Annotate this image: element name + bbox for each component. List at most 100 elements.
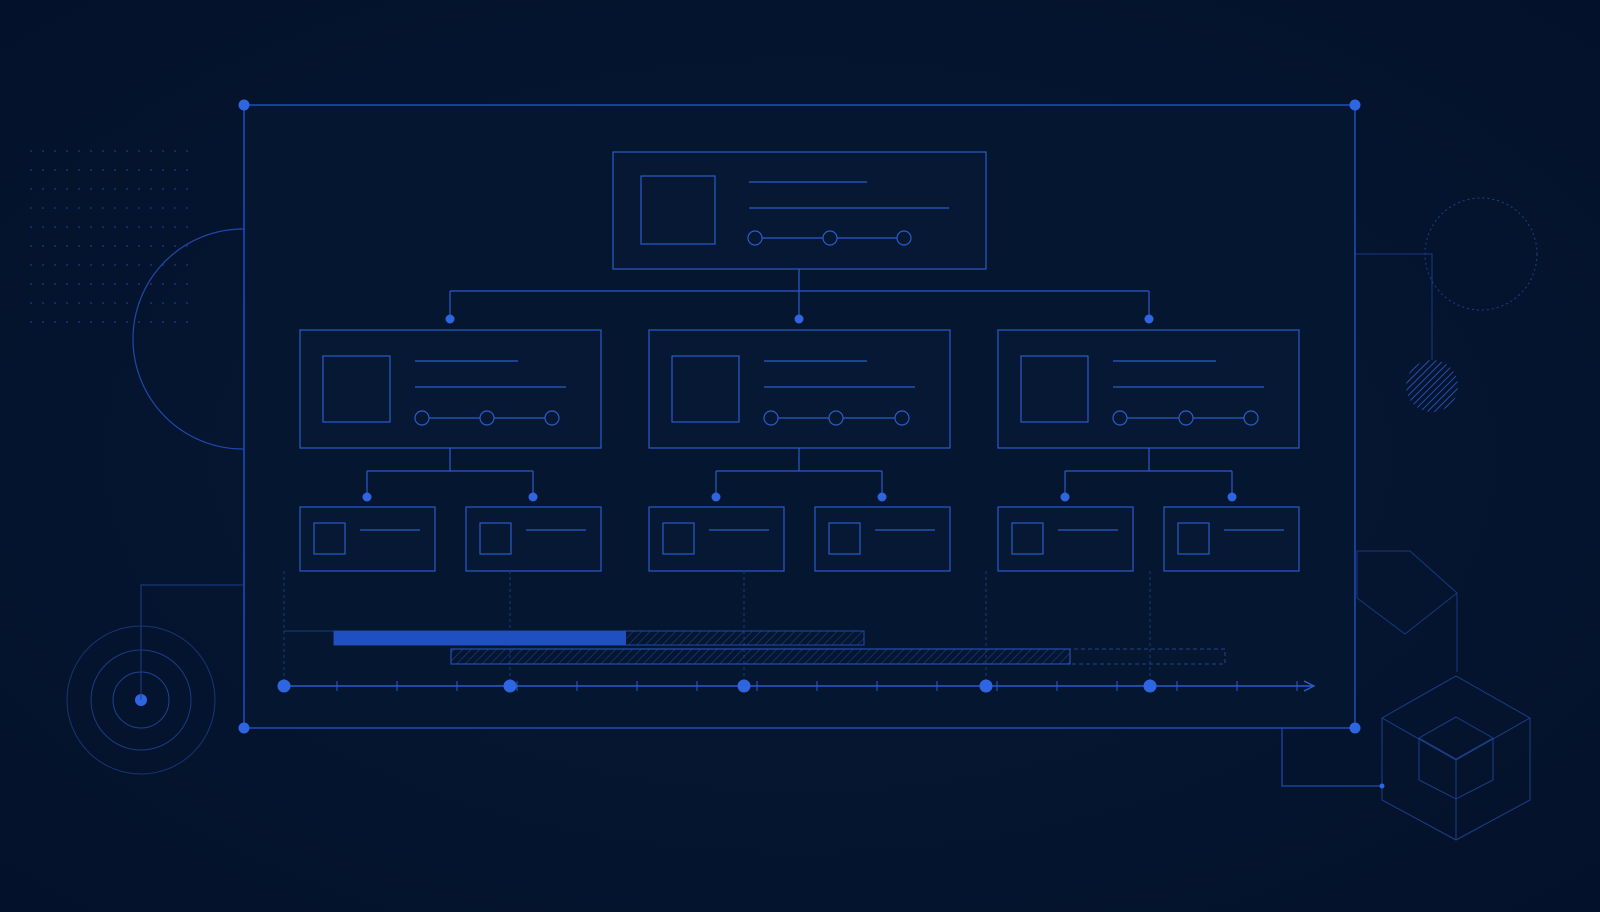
grid-dot bbox=[30, 169, 32, 171]
grid-dot bbox=[66, 226, 68, 228]
wireframe-cube-large bbox=[1381, 675, 1531, 841]
grid-dot bbox=[54, 207, 56, 209]
grid-dot bbox=[162, 321, 164, 323]
grid-dot bbox=[66, 207, 68, 209]
frame-corner-handle[interactable] bbox=[1349, 722, 1361, 734]
grid-dot bbox=[138, 264, 140, 266]
connector-node bbox=[1227, 492, 1237, 502]
grid-dot bbox=[174, 226, 176, 228]
milestone-marker[interactable] bbox=[503, 679, 517, 693]
leaf-card[interactable] bbox=[814, 506, 951, 572]
grid-dot bbox=[66, 150, 68, 152]
grid-dot bbox=[90, 188, 92, 190]
frame-corner-handle[interactable] bbox=[1349, 99, 1361, 111]
grid-dot bbox=[162, 150, 164, 152]
connector-line bbox=[1281, 728, 1382, 787]
frame-corner-handle[interactable] bbox=[238, 99, 250, 111]
node-center-card[interactable] bbox=[648, 329, 951, 449]
grid-dot bbox=[42, 245, 44, 247]
hatched-circle-icon bbox=[1406, 360, 1458, 412]
grid-dot bbox=[78, 264, 80, 266]
grid-dot bbox=[42, 169, 44, 171]
grid-dot bbox=[30, 321, 32, 323]
grid-dot bbox=[42, 188, 44, 190]
leaf-card[interactable] bbox=[299, 506, 436, 572]
grid-dot bbox=[138, 207, 140, 209]
grid-dot bbox=[30, 207, 32, 209]
grid-dot bbox=[102, 226, 104, 228]
wireframe-cube-small bbox=[1356, 550, 1458, 672]
milestone-marker[interactable] bbox=[737, 679, 751, 693]
grid-dot bbox=[42, 321, 44, 323]
grid-dot bbox=[186, 283, 188, 285]
node-left-card[interactable] bbox=[299, 329, 602, 449]
grid-dot bbox=[162, 188, 164, 190]
leaf-card[interactable] bbox=[465, 506, 602, 572]
avatar-placeholder bbox=[640, 175, 716, 245]
grid-dot bbox=[114, 264, 116, 266]
grid-dot bbox=[54, 169, 56, 171]
grid-dot bbox=[66, 264, 68, 266]
grid-dot bbox=[54, 302, 56, 304]
grid-dot bbox=[102, 245, 104, 247]
grid-dot bbox=[78, 150, 80, 152]
node-right-card[interactable] bbox=[997, 329, 1300, 449]
grid-dot bbox=[186, 207, 188, 209]
leaf-card[interactable] bbox=[648, 506, 785, 572]
grid-dot bbox=[186, 245, 188, 247]
dot-grid-decoration bbox=[30, 150, 188, 323]
grid-dot bbox=[42, 150, 44, 152]
grid-dot bbox=[78, 188, 80, 190]
indicator-dot bbox=[822, 230, 838, 246]
grid-dot bbox=[90, 264, 92, 266]
frame-corner-handle[interactable] bbox=[238, 722, 250, 734]
grid-dot bbox=[90, 226, 92, 228]
grid-dot bbox=[174, 169, 176, 171]
grid-dot bbox=[186, 169, 188, 171]
grid-dot bbox=[126, 264, 128, 266]
progress-bar bbox=[333, 630, 865, 646]
grid-dot bbox=[78, 321, 80, 323]
leaf-card[interactable] bbox=[1163, 506, 1300, 572]
grid-dot bbox=[78, 245, 80, 247]
grid-dot bbox=[186, 226, 188, 228]
grid-dot bbox=[186, 302, 188, 304]
connector-node bbox=[1060, 492, 1070, 502]
grid-dot bbox=[114, 302, 116, 304]
grid-dot bbox=[162, 302, 164, 304]
grid-dot bbox=[66, 321, 68, 323]
grid-dot bbox=[54, 188, 56, 190]
milestone-marker[interactable] bbox=[979, 679, 993, 693]
grid-dot bbox=[42, 264, 44, 266]
grid-dot bbox=[54, 150, 56, 152]
grid-dot bbox=[150, 302, 152, 304]
indicator-dot bbox=[896, 230, 912, 246]
grid-dot bbox=[66, 245, 68, 247]
grid-dot bbox=[162, 169, 164, 171]
progress-bar-fill bbox=[450, 648, 1071, 665]
grid-dot bbox=[114, 207, 116, 209]
grid-dot bbox=[30, 245, 32, 247]
grid-dot bbox=[114, 169, 116, 171]
grid-dot bbox=[42, 302, 44, 304]
connector-node bbox=[362, 492, 372, 502]
grid-dot bbox=[114, 150, 116, 152]
progress-bar bbox=[450, 648, 1226, 665]
milestone-marker[interactable] bbox=[1143, 679, 1157, 693]
dashed-circle-decoration bbox=[1355, 197, 1538, 360]
grid-dot bbox=[114, 321, 116, 323]
grid-dot bbox=[30, 264, 32, 266]
grid-dot bbox=[150, 264, 152, 266]
grid-dot bbox=[54, 264, 56, 266]
leaf-card[interactable] bbox=[997, 506, 1134, 572]
grid-dot bbox=[102, 302, 104, 304]
milestone-marker[interactable] bbox=[277, 679, 291, 693]
grid-dot bbox=[30, 150, 32, 152]
root-card[interactable] bbox=[612, 151, 987, 270]
grid-dot bbox=[102, 264, 104, 266]
grid-dot bbox=[138, 188, 140, 190]
grid-dot bbox=[90, 302, 92, 304]
grid-dot bbox=[102, 169, 104, 171]
grid-dot bbox=[90, 245, 92, 247]
